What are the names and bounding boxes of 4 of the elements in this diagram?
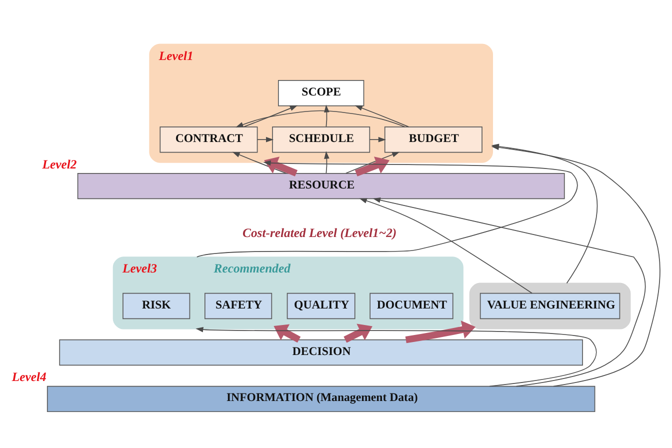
label: Cost-related Level (Level1~2) <box>242 226 397 240</box>
node-label: Level3 <box>122 261 157 276</box>
node-label: Level4 <box>12 370 46 384</box>
node-label: Level2 <box>42 156 77 171</box>
